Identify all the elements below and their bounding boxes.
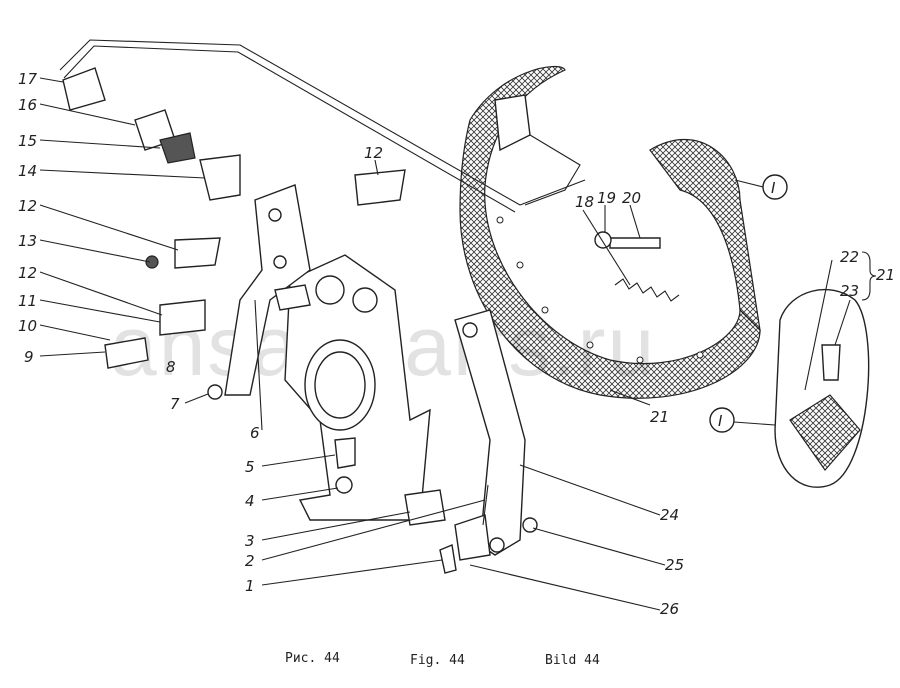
pin-2	[482, 484, 489, 526]
part-12-top	[354, 169, 406, 206]
lining-segment	[789, 394, 861, 471]
bracket-26	[454, 514, 491, 561]
brake-rod-edge	[63, 45, 516, 213]
washer-4	[335, 476, 353, 494]
caption-de: Bild 44	[545, 653, 600, 668]
pin-1	[439, 544, 457, 574]
label-14: 14	[18, 162, 37, 180]
part-17	[62, 67, 106, 111]
label-24: 24	[660, 506, 679, 524]
brake-rod	[59, 39, 586, 206]
label-18: 18	[575, 193, 594, 211]
label-12-a: 12	[18, 197, 37, 215]
part-12-upper	[174, 237, 221, 269]
bolt-9	[104, 337, 149, 369]
part-13	[145, 255, 159, 269]
nut-19	[594, 231, 612, 249]
bushing-8	[274, 284, 311, 311]
label-21-b: 21	[876, 266, 895, 284]
label-25: 25	[665, 556, 684, 574]
label-17: 17	[18, 70, 38, 88]
label-12-c: 12	[364, 144, 383, 162]
label-26: 26	[660, 600, 679, 618]
nut-3	[404, 489, 446, 526]
label-2: 2	[245, 552, 255, 570]
part-15	[159, 132, 196, 164]
band-end-bracket	[494, 94, 531, 152]
detail-marker-lower	[709, 407, 735, 433]
nut-25	[522, 517, 538, 533]
return-spring	[614, 278, 680, 302]
adjust-bolt	[609, 237, 661, 249]
label-22: 22	[840, 248, 859, 266]
part-14	[199, 154, 241, 201]
label-12-b: 12	[18, 264, 37, 282]
label-1: 1	[245, 577, 255, 595]
label-13: 13	[18, 232, 37, 250]
figure-captions: Рис. 44 Fig. 44 Bild 44	[285, 651, 600, 668]
label-3: 3	[245, 532, 255, 550]
caption-en: Fig. 44	[410, 653, 465, 668]
label-16: 16	[18, 96, 37, 114]
label-23: 23	[840, 282, 859, 300]
part-11	[159, 299, 206, 336]
label-20: 20	[622, 189, 641, 207]
part-number-labels: 17 16 15 14 12 13 12 11 10 9 8 7 6 5 4 3…	[18, 70, 895, 618]
label-4: 4	[245, 492, 255, 510]
bolt-5	[334, 437, 356, 469]
lever-6	[224, 184, 311, 396]
leader-lines	[39, 77, 877, 611]
detail-label-lower: I	[718, 412, 723, 430]
label-19: 19	[597, 189, 616, 207]
label-7: 7	[170, 395, 180, 413]
label-21-a: 21	[650, 408, 669, 426]
label-8: 8	[166, 358, 176, 376]
lever-24	[454, 309, 526, 556]
washer-7	[207, 384, 223, 400]
rivet-23	[821, 344, 841, 381]
label-15: 15	[18, 132, 37, 150]
caption-ru: Рис. 44	[285, 651, 340, 666]
label-10: 10	[18, 317, 37, 335]
detail-label-upper: I	[771, 179, 776, 197]
label-9: 9	[24, 348, 34, 366]
arrow-pointer	[524, 134, 581, 206]
label-5: 5	[245, 458, 255, 476]
label-11: 11	[18, 292, 37, 310]
brake-band	[459, 65, 761, 399]
label-6: 6	[250, 424, 260, 442]
